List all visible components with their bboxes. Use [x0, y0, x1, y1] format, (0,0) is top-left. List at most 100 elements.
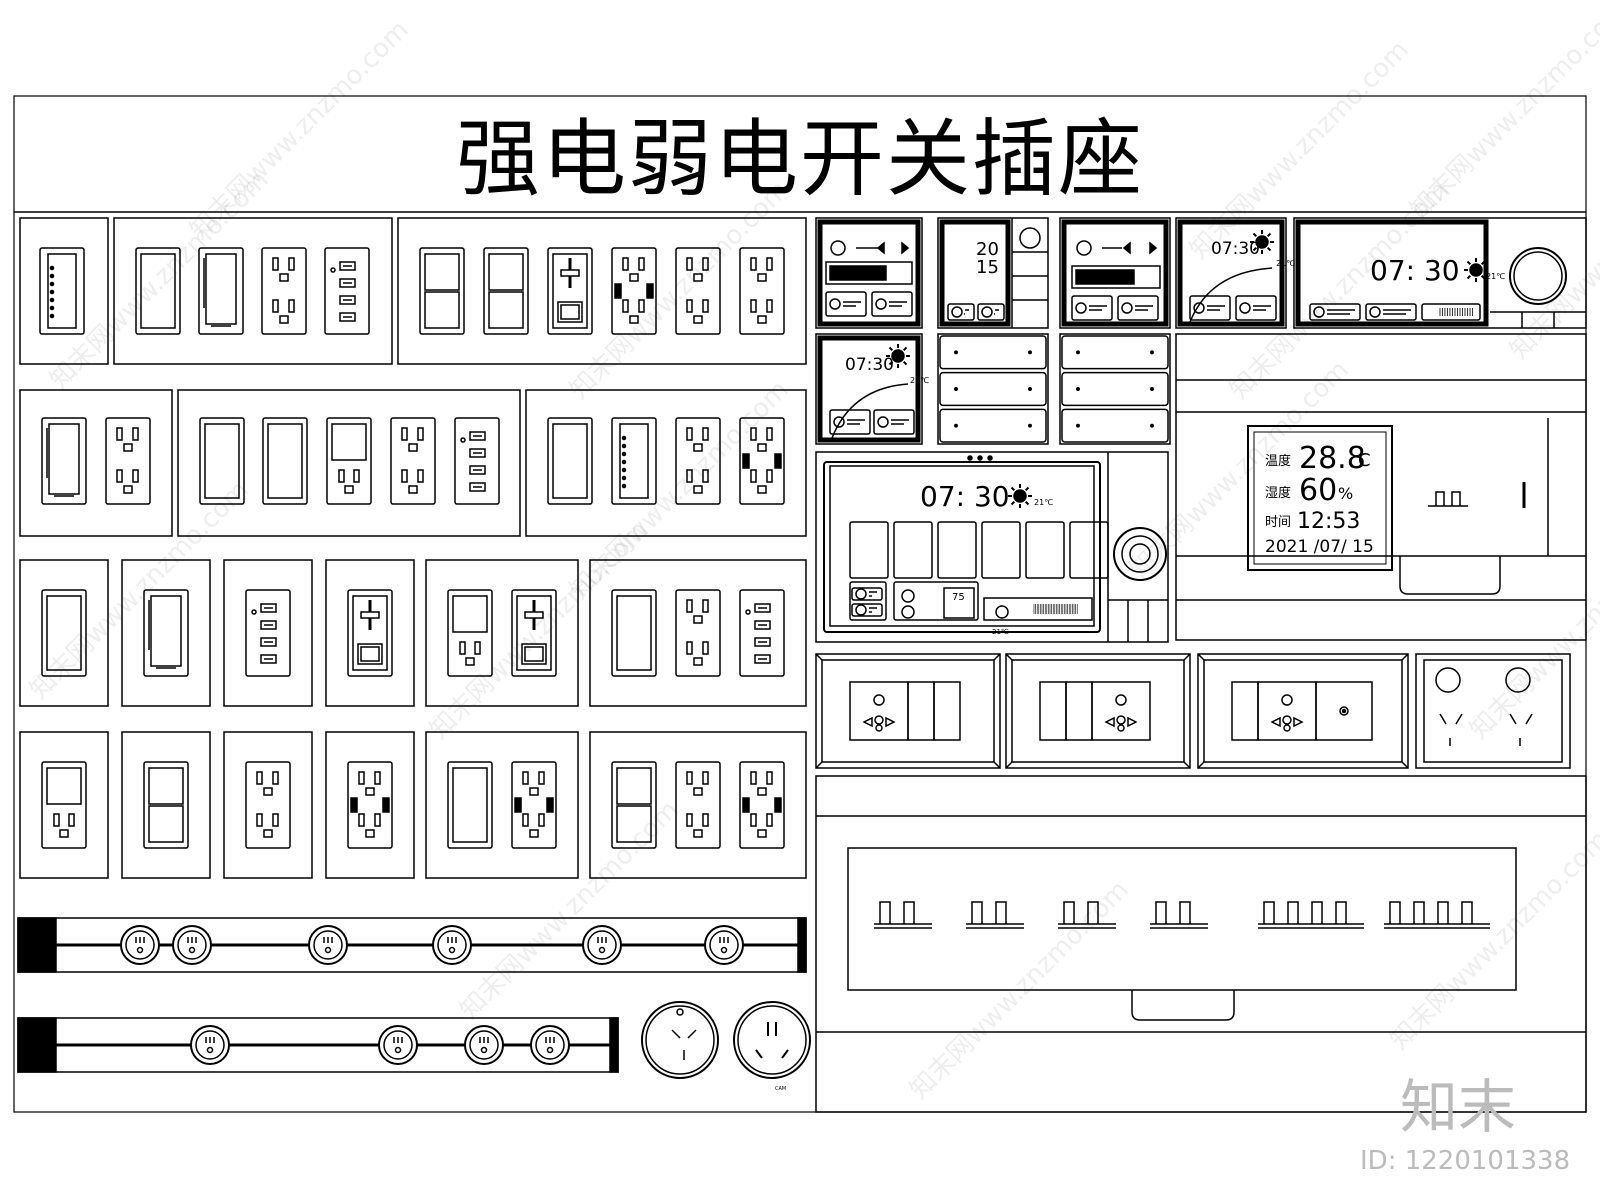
fan-button — [557, 301, 583, 323]
group-r3-e — [425, 559, 579, 707]
usb-duplex-outlet — [347, 761, 393, 849]
socket-pin-round — [324, 946, 332, 954]
key-dot — [1150, 350, 1154, 355]
touch-button-icon — [951, 306, 963, 318]
control-screen-inner — [829, 465, 1095, 627]
device-plate — [611, 589, 657, 677]
screen-bezel — [817, 219, 921, 327]
control-tile — [1025, 521, 1065, 579]
sun-core — [1469, 263, 1483, 277]
universal-socket — [1091, 681, 1151, 741]
sun-ray — [1024, 500, 1030, 506]
outlet-slot — [522, 771, 529, 785]
device-plate — [41, 589, 87, 677]
breaker-switch — [1389, 901, 1401, 924]
usb-side-port — [742, 797, 750, 813]
indicator-led — [460, 437, 466, 443]
lcd-frame — [1247, 425, 1393, 571]
touch-button-frame — [947, 303, 975, 321]
bevel-outer — [1197, 653, 1409, 769]
breaker-switch — [1437, 901, 1449, 924]
outlet-pins — [1439, 713, 1533, 746]
icon — [901, 605, 915, 619]
sun-ray — [1480, 260, 1486, 266]
touch-button-frame — [1235, 295, 1277, 321]
led-dimmer — [611, 417, 657, 505]
outlet-slot — [622, 299, 629, 313]
led-dot — [621, 459, 627, 465]
socket-frame-2 — [1005, 653, 1191, 769]
outlet-slot — [338, 469, 345, 483]
touch-button-icon — [875, 298, 887, 310]
usb-port — [260, 654, 277, 664]
fan-button — [357, 643, 383, 665]
socket-ground — [874, 715, 884, 725]
sun-core — [891, 349, 905, 363]
track-socket-strip-1 — [17, 917, 807, 973]
led-dot — [49, 273, 55, 279]
touch-button-icon — [855, 588, 867, 600]
scene-key-panel-1 — [937, 333, 1049, 445]
device-plate — [105, 417, 151, 505]
outlet-slot — [272, 257, 279, 271]
combo-switch-outlet — [326, 417, 372, 505]
outlet-slot — [417, 427, 424, 441]
fan-face — [516, 595, 552, 671]
large-clock-temp: 21℃ — [1486, 272, 1505, 281]
knob — [1019, 227, 1041, 249]
touch-button-frame — [1117, 295, 1159, 321]
panel-inner — [1423, 659, 1563, 763]
touch-button — [825, 291, 867, 317]
touch-button-icon — [1313, 306, 1325, 318]
group-r3-a — [19, 559, 109, 707]
control-center-panel — [815, 451, 1169, 643]
track-end-right — [797, 917, 807, 973]
track-socket-inner — [469, 1030, 499, 1060]
key-panel-frame — [937, 333, 1049, 445]
double-rocker — [419, 247, 465, 335]
sun-ray — [1024, 486, 1030, 492]
slider-strip — [1421, 303, 1481, 321]
led-dot — [49, 297, 55, 303]
touch-button-frame — [1071, 295, 1113, 321]
outlet-ground — [408, 443, 418, 452]
screen-bezel — [1295, 219, 1489, 327]
usb-outlet — [454, 417, 500, 505]
rotary-knob-inner — [1121, 535, 1159, 573]
lcd-panel-group — [1175, 333, 1587, 641]
group-r1-c — [397, 217, 807, 365]
breaker-switch — [1335, 901, 1347, 924]
breaker-switch — [971, 901, 983, 924]
blank-module — [933, 681, 961, 741]
key-dot — [1028, 423, 1032, 428]
control-tile — [849, 521, 889, 579]
round-outlet-2 — [733, 1001, 811, 1079]
breaker-area — [847, 847, 1517, 991]
device-plate — [143, 761, 189, 849]
sun-ray — [888, 360, 894, 366]
outlet-slot — [474, 641, 481, 655]
track-socket-inner — [437, 930, 467, 960]
device-plate — [245, 761, 291, 849]
usb-side-port — [382, 797, 390, 813]
sun-ray — [888, 346, 894, 352]
combo-switch — [452, 595, 488, 633]
outlet-slot — [750, 813, 757, 827]
combo-switch — [331, 423, 367, 461]
group-r4-a — [19, 731, 109, 879]
usb-side-port — [514, 797, 522, 813]
device-plate — [262, 417, 308, 505]
key-dot — [1028, 387, 1032, 391]
breaker-switch — [1311, 901, 1323, 924]
device-plate — [739, 589, 785, 677]
usb-port — [339, 278, 356, 288]
bevel-outer — [815, 653, 1001, 769]
scene-key — [939, 335, 1047, 370]
panel-frame — [815, 333, 923, 445]
universal-socket — [849, 681, 909, 741]
scene-key — [1061, 335, 1169, 370]
touch-button — [871, 291, 913, 317]
track-socket-inner — [125, 930, 155, 960]
smart-panel-large-clock — [1293, 217, 1587, 329]
sun-icon — [886, 344, 910, 368]
